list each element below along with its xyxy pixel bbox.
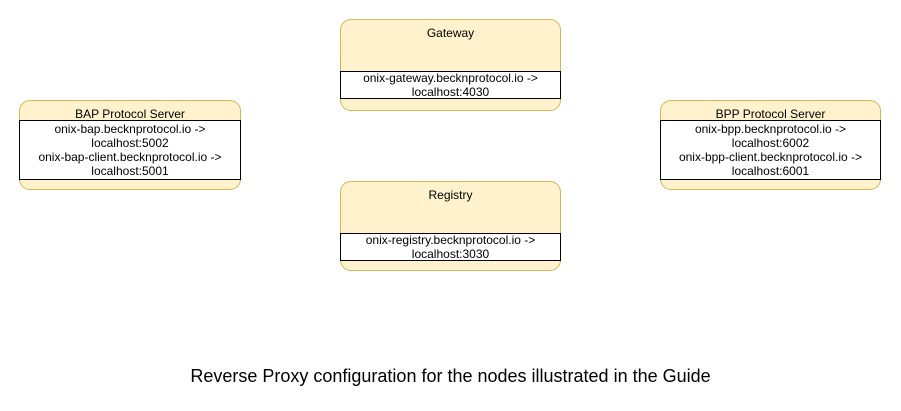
- mapping-line: localhost:4030: [411, 85, 490, 99]
- node-gateway-title: Gateway: [426, 26, 475, 40]
- mapping-line: localhost:6002: [731, 136, 810, 150]
- mapping-line: onix-bap-client.becknprotocol.io ->: [38, 150, 222, 164]
- node-bap-protocol-server: BAP Protocol Server onix-bap.becknprotoc…: [19, 100, 241, 190]
- node-registry-title: Registry: [428, 188, 473, 202]
- mapping-line: localhost:6001: [731, 164, 810, 178]
- node-registry: Registry onix-registry.becknprotocol.io …: [340, 181, 561, 271]
- mapping-line: onix-bpp.becknprotocol.io ->: [694, 122, 847, 136]
- mapping-line: localhost:3030: [411, 247, 490, 261]
- mapping-line: localhost:5001: [91, 164, 169, 178]
- node-bap-title: BAP Protocol Server: [75, 107, 185, 121]
- node-bpp-title: BPP Protocol Server: [715, 107, 826, 121]
- mapping-line: onix-bpp-client.becknprotocol.io ->: [678, 150, 863, 164]
- mapping-line: onix-gateway.becknprotocol.io ->: [363, 71, 538, 85]
- node-bap-mapping-box: onix-bap.becknprotocol.io -> localhost:5…: [19, 120, 241, 180]
- mapping-line: onix-registry.becknprotocol.io ->: [365, 233, 536, 247]
- diagram-caption: Reverse Proxy configuration for the node…: [190, 366, 711, 386]
- mapping-line: onix-bap.becknprotocol.io ->: [54, 122, 206, 136]
- node-bpp-protocol-server: BPP Protocol Server onix-bpp.becknprotoc…: [660, 100, 881, 190]
- node-gateway: Gateway onix-gateway.becknprotocol.io ->…: [340, 19, 561, 111]
- node-gateway-mapping-box: onix-gateway.becknprotocol.io -> localho…: [340, 71, 561, 99]
- node-bpp-mapping-box: onix-bpp.becknprotocol.io -> localhost:6…: [660, 120, 881, 180]
- mapping-line: localhost:5002: [91, 136, 169, 150]
- node-registry-mapping-box: onix-registry.becknprotocol.io -> localh…: [340, 233, 561, 261]
